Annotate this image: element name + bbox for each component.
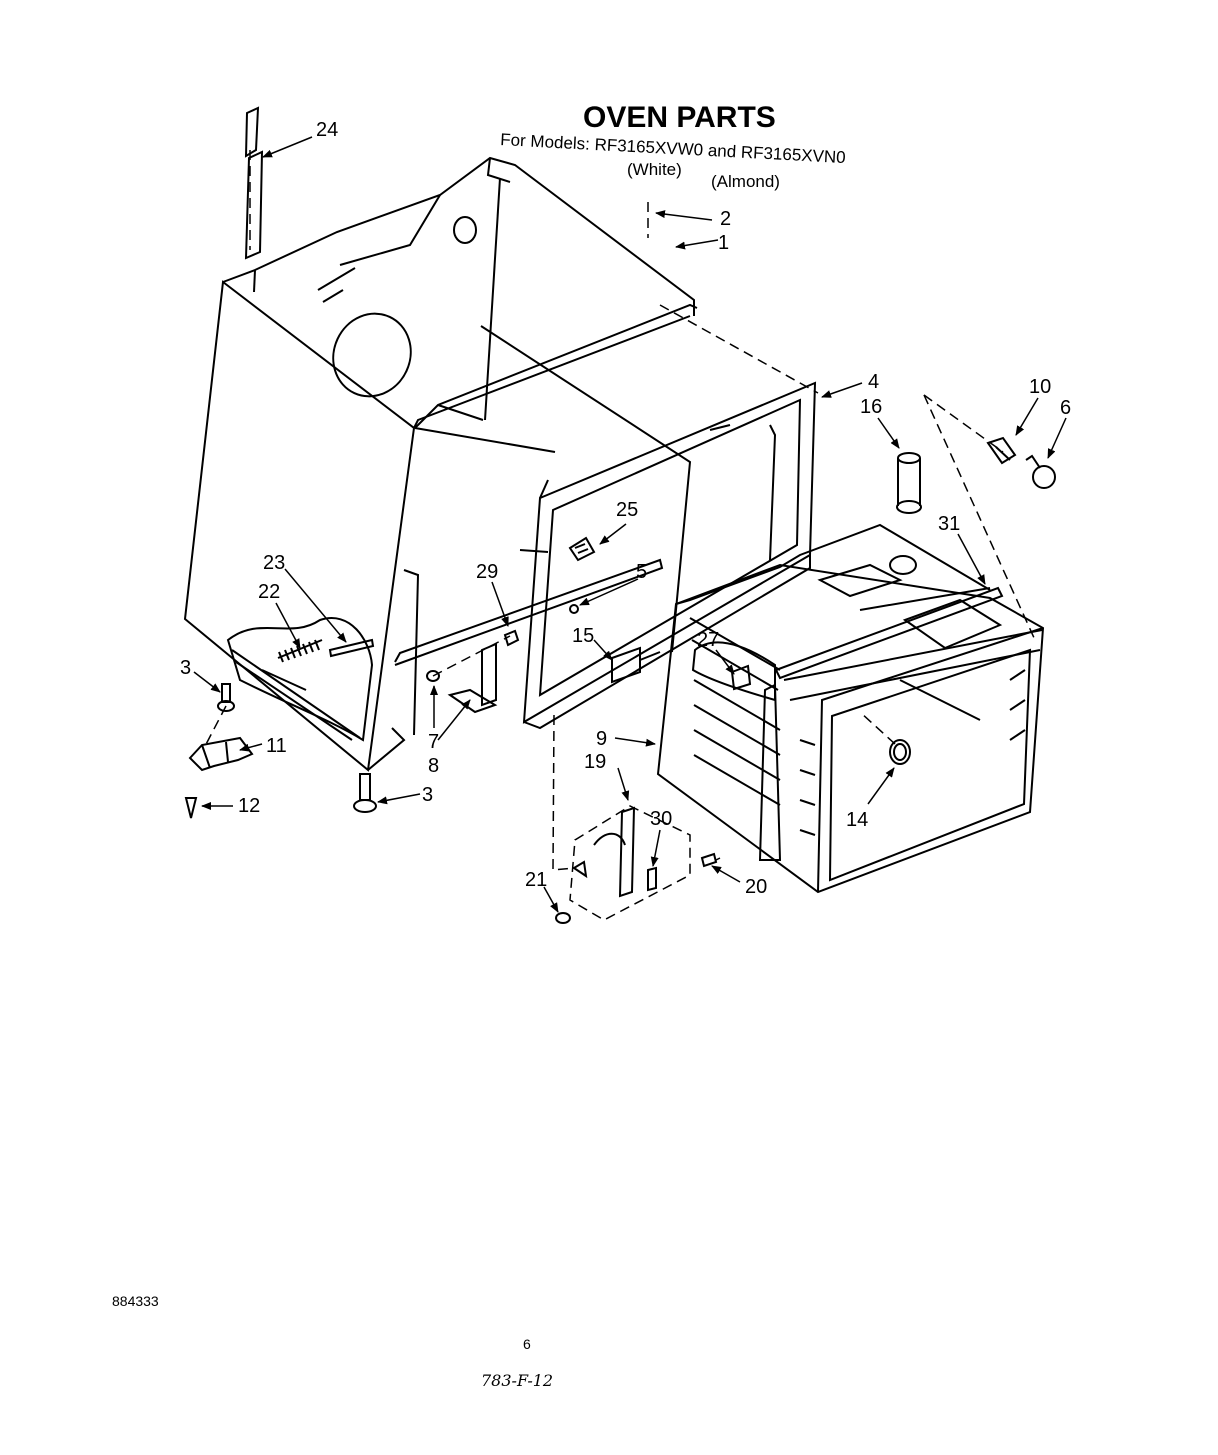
color-almond-label: (Almond) xyxy=(711,172,780,191)
page-number: 6 xyxy=(523,1336,531,1352)
diagram-title: OVEN PARTS xyxy=(583,101,776,134)
part-19-latch-assembly xyxy=(572,806,636,898)
callout-1: 1 xyxy=(718,232,729,254)
part-5-clip xyxy=(569,604,579,614)
part-7-nut xyxy=(426,670,440,682)
part-6-light-bulb xyxy=(1025,454,1056,489)
callout-labels: 24 2 1 4 16 10 6 31 25 29 5 15 23 22 27 … xyxy=(180,119,1071,898)
part-31-rail xyxy=(774,586,1004,680)
callout-16: 16 xyxy=(860,396,882,418)
part-21-clip xyxy=(555,912,571,924)
part-9-oven-liner xyxy=(656,523,1045,894)
handwritten-code: 783-F-12 xyxy=(481,1371,553,1390)
callout-31: 31 xyxy=(938,513,960,535)
callout-22: 22 xyxy=(258,581,280,603)
part-29-pin xyxy=(503,629,520,647)
leader-arrows xyxy=(193,136,1067,913)
part-4-front-frame xyxy=(522,381,817,730)
part-30-pin xyxy=(647,866,657,892)
part-23-spring-rod xyxy=(328,638,375,658)
callout-25: 25 xyxy=(616,499,638,521)
callout-3-lower: 3 xyxy=(422,784,433,806)
callout-21: 21 xyxy=(525,869,547,891)
callout-10: 10 xyxy=(1029,376,1051,398)
part-12-leveling-foot xyxy=(184,797,198,819)
part-22-spring xyxy=(277,639,323,663)
callout-30: 30 xyxy=(650,808,672,830)
part-27-bracket xyxy=(730,664,752,691)
part-15-bracket xyxy=(611,646,661,684)
part-11-leveling-bracket xyxy=(188,736,254,772)
callout-27: 27 xyxy=(697,629,719,651)
drawing-number: 884333 xyxy=(112,1293,159,1309)
part-14-lamp-lens xyxy=(893,743,907,761)
callout-5: 5 xyxy=(636,561,647,583)
callout-9: 9 xyxy=(596,728,607,750)
part-20-screw xyxy=(700,852,718,868)
part-10-lamp-socket xyxy=(986,436,1017,465)
callout-15: 15 xyxy=(572,625,594,647)
callout-8: 8 xyxy=(428,755,439,777)
callout-24: 24 xyxy=(316,119,338,141)
callout-7: 7 xyxy=(428,731,439,753)
part-24-vent-trim xyxy=(244,106,264,260)
part-16-vent-tube xyxy=(896,452,922,514)
assembly-dashed-lines xyxy=(202,150,1036,921)
callout-12: 12 xyxy=(238,795,260,817)
part-3-screw-lower xyxy=(353,773,377,813)
callout-23: 23 xyxy=(263,552,285,574)
callout-20: 20 xyxy=(745,876,767,898)
callout-14: 14 xyxy=(846,809,868,831)
callout-4: 4 xyxy=(868,371,879,393)
callout-29: 29 xyxy=(476,561,498,583)
part-1-oven-cavity-frame xyxy=(183,156,698,772)
part-25-sensor xyxy=(568,536,596,562)
callout-2: 2 xyxy=(720,208,731,230)
callout-3-upper: 3 xyxy=(180,657,191,679)
callout-6: 6 xyxy=(1060,397,1071,419)
callout-11: 11 xyxy=(266,735,287,757)
color-white-label: (White) xyxy=(627,160,682,179)
callout-19: 19 xyxy=(584,751,606,773)
part-3-screw-upper xyxy=(217,683,235,712)
part-8-hinge-bracket xyxy=(447,642,498,714)
